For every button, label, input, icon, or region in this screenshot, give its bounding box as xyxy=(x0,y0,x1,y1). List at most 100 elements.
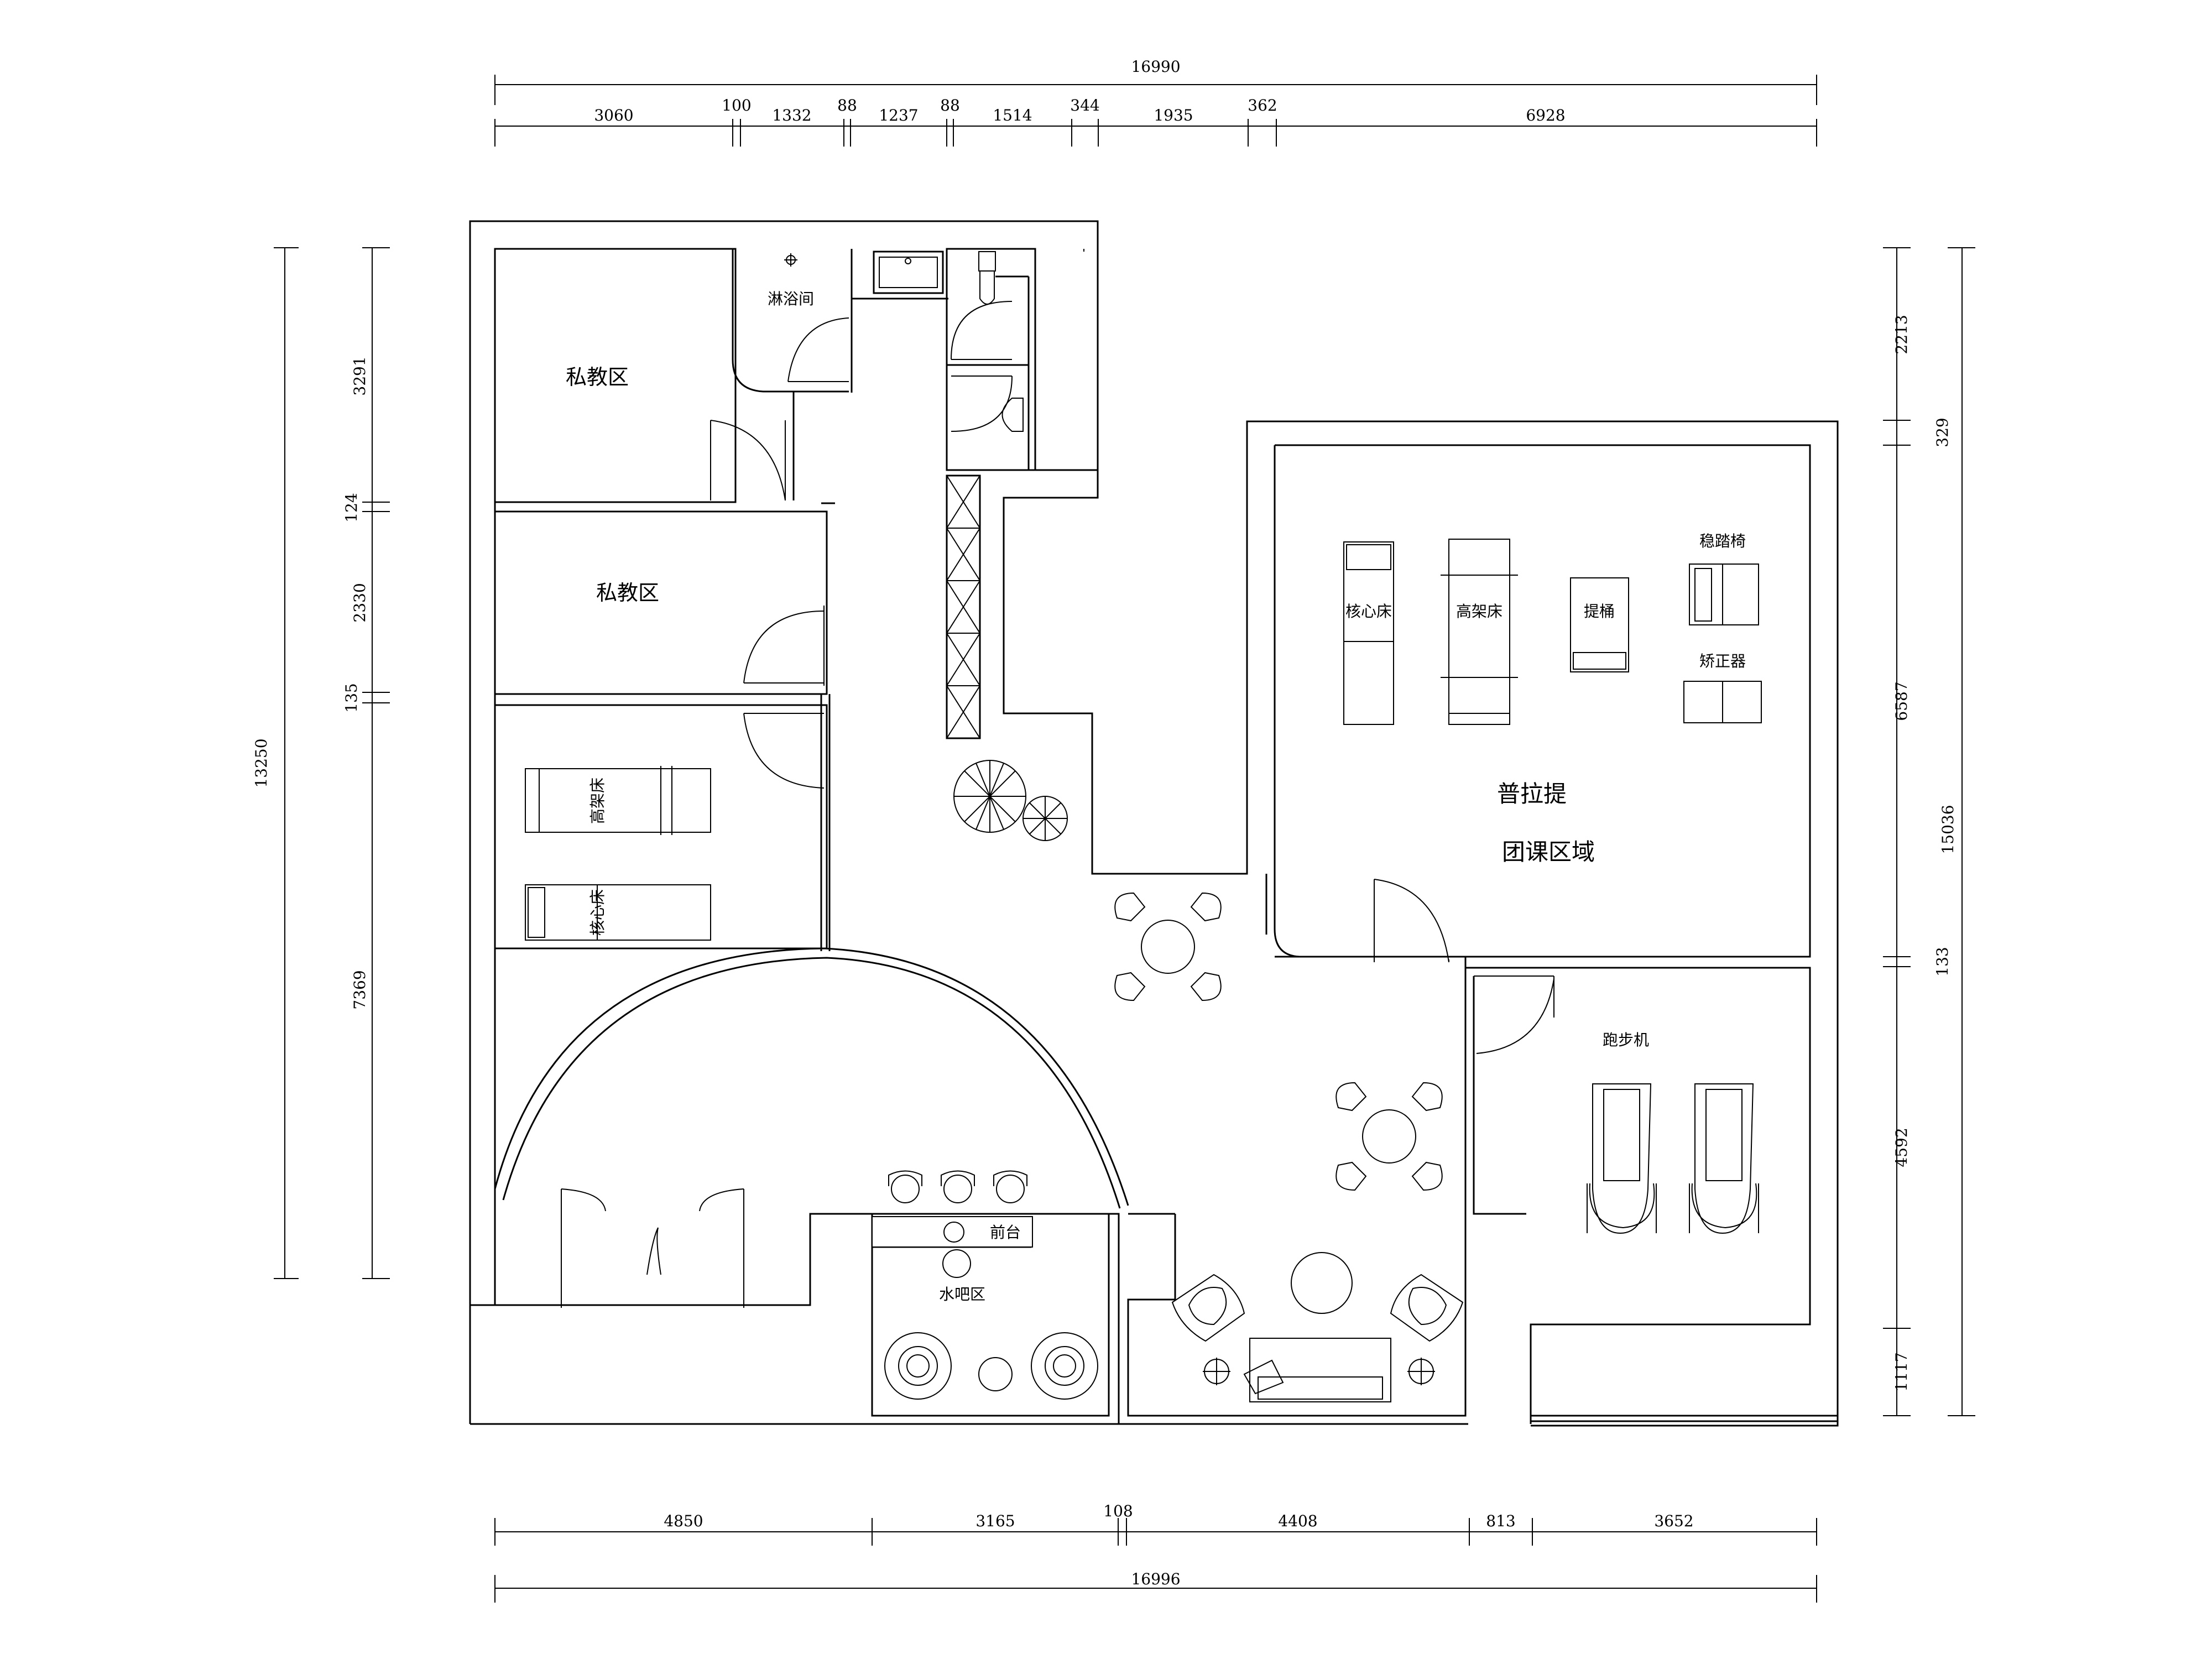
dim-left-seg-0: 3291 xyxy=(351,356,369,395)
treadmill-room: 跑步机 xyxy=(1464,957,1811,1424)
door-toilet-2[interactable] xyxy=(951,375,1013,432)
label-core-bed: 核心床 xyxy=(1345,602,1392,620)
front-desk-area: 前台 水吧区 xyxy=(872,1170,1098,1400)
room-label-private-training-2: 私教区 xyxy=(596,581,659,605)
dim-bottom-seg-2: 108 xyxy=(1103,1502,1133,1520)
dim-left-seg-1: 124 xyxy=(342,493,361,522)
label-stable-chair: 稳踏椅 xyxy=(1699,532,1746,550)
dim-top-seg-10: 6928 xyxy=(1526,106,1565,124)
lounge-chair-2 xyxy=(1031,1332,1098,1400)
door-toilet-1[interactable] xyxy=(951,301,1013,360)
treadmill-2 xyxy=(1689,1083,1759,1234)
toilet-bowl-icon-2 xyxy=(1001,398,1024,432)
pilates-room: 普拉提 团课区域 核心床 高架床 提桶 稳踏椅 xyxy=(1265,444,1811,963)
dim-top-seg-1: 100 xyxy=(722,96,751,114)
dim-top-seg-8: 1935 xyxy=(1154,106,1193,124)
label-left-high-frame-bed: 高架床 xyxy=(588,778,607,824)
dim-bottom-seg-3: 4408 xyxy=(1278,1512,1317,1530)
label-high-frame-bed: 高架床 xyxy=(1456,602,1503,620)
left-core-bed: 核心床 xyxy=(525,884,711,941)
lounge-seating xyxy=(1171,1252,1464,1402)
door-shower[interactable] xyxy=(787,317,849,382)
dim-right-seg-0: 2213 xyxy=(1892,315,1911,354)
floor-lamp-icon-2 xyxy=(1407,1358,1435,1385)
left-equipment-room: 高架床 核心床 xyxy=(494,704,828,950)
dim-left-total: 13250 xyxy=(252,738,270,787)
dim-top-total: 16990 xyxy=(1131,58,1180,76)
room-label-front-desk: 前台 xyxy=(990,1223,1021,1241)
room-label-pilates: 普拉提 xyxy=(1497,780,1567,807)
dim-bottom-seg-4: 813 xyxy=(1486,1512,1515,1530)
dim-bottom-seg-1: 3165 xyxy=(975,1512,1015,1530)
dim-left-seg-3: 135 xyxy=(342,683,361,712)
top-dimensions: 16990 3060 100 1332 88 1237 88 1514 344 … xyxy=(494,58,1817,147)
round-table-set-1 xyxy=(1114,892,1222,1001)
toilet-room xyxy=(946,248,1098,471)
treadmill-1 xyxy=(1587,1083,1657,1234)
lounge-chair-1 xyxy=(884,1332,952,1400)
high-frame-bed: 高架床 xyxy=(1441,539,1518,725)
door-left-room[interactable] xyxy=(743,713,825,789)
floor-lamp-icon xyxy=(1203,1358,1230,1385)
door-private-2[interactable] xyxy=(743,606,825,686)
dim-top-seg-7: 344 xyxy=(1070,96,1099,114)
room-label-water-bar: 水吧区 xyxy=(939,1285,985,1303)
dim-top-seg-5: 88 xyxy=(940,96,960,114)
dim-top-seg-6: 1514 xyxy=(993,106,1032,124)
dim-top-seg-0: 3060 xyxy=(594,106,633,124)
dim-top-seg-3: 88 xyxy=(837,96,857,114)
entrance-doors[interactable] xyxy=(561,1188,744,1308)
receptionist-chair xyxy=(942,1222,971,1278)
right-dimensions: 2213 329 6587 133 4592 1117 15036 xyxy=(1883,247,1975,1416)
stable-chair: 稳踏椅 xyxy=(1689,532,1759,625)
bottom-dimensions: 4850 3165 108 4408 813 3652 16996 xyxy=(494,1502,1817,1603)
private-training-room-1: 私教区 xyxy=(494,248,849,503)
curved-wall xyxy=(494,694,1129,1209)
shower-room: 淋浴间 xyxy=(768,249,853,393)
label-left-core-bed: 核心床 xyxy=(588,889,607,936)
label-corrector: 矫正器 xyxy=(1699,652,1746,670)
dim-top-ticks xyxy=(494,119,1817,147)
dim-top-seg-9: 362 xyxy=(1248,96,1277,114)
plant-icon-large xyxy=(953,760,1026,833)
dim-bottom-seg-0: 4850 xyxy=(664,1512,703,1530)
private-training-room-2: 私教区 xyxy=(494,502,835,695)
corrector: 矫正器 xyxy=(1683,652,1762,723)
corridor-shelf xyxy=(946,474,981,739)
toilet-bowl-icon xyxy=(979,270,995,305)
door-treadmill[interactable] xyxy=(1474,975,1554,1054)
door-private-1[interactable] xyxy=(710,420,786,501)
room-label-private-training-1: 私教区 xyxy=(566,365,629,389)
dim-right-seg-3: 133 xyxy=(1933,947,1952,976)
dim-bottom-total: 16996 xyxy=(1131,1570,1180,1588)
dim-right-seg-5: 1117 xyxy=(1892,1352,1911,1391)
door-pilates[interactable] xyxy=(1374,879,1449,963)
room-label-treadmill: 跑步机 xyxy=(1603,1031,1649,1049)
left-dimensions: 13250 3291 124 2330 135 7369 xyxy=(252,247,390,1279)
dim-right-total: 15036 xyxy=(1939,805,1957,854)
plant-icon-small xyxy=(1022,796,1068,841)
label-barrel: 提桶 xyxy=(1584,602,1615,620)
room-label-shower: 淋浴间 xyxy=(768,290,814,308)
dim-left-seg-4: 7369 xyxy=(351,970,369,1009)
bar-stool-1 xyxy=(888,1170,922,1203)
round-side-table xyxy=(978,1357,1013,1391)
dim-right-seg-2: 6587 xyxy=(1892,681,1911,721)
sink xyxy=(852,251,948,300)
bar-stool-3 xyxy=(993,1170,1027,1203)
room-label-group-class: 团课区域 xyxy=(1502,838,1595,865)
left-high-frame-bed: 高架床 xyxy=(525,766,711,835)
dim-top-seg-4: 1237 xyxy=(879,106,918,124)
sofa xyxy=(1249,1338,1391,1402)
bar-stool-2 xyxy=(941,1170,975,1203)
shower-head-icon xyxy=(784,253,797,267)
round-table-set-2 xyxy=(1335,1082,1443,1191)
dim-left-seg-2: 2330 xyxy=(351,583,369,622)
dim-right-seg-1: 329 xyxy=(1933,418,1952,447)
dim-bottom-seg-5: 3652 xyxy=(1654,1512,1693,1530)
barrel: 提桶 xyxy=(1570,577,1629,672)
core-bed: 核心床 xyxy=(1343,541,1394,725)
dim-top-seg-2: 1332 xyxy=(772,106,811,124)
toilet-icon xyxy=(978,251,996,272)
